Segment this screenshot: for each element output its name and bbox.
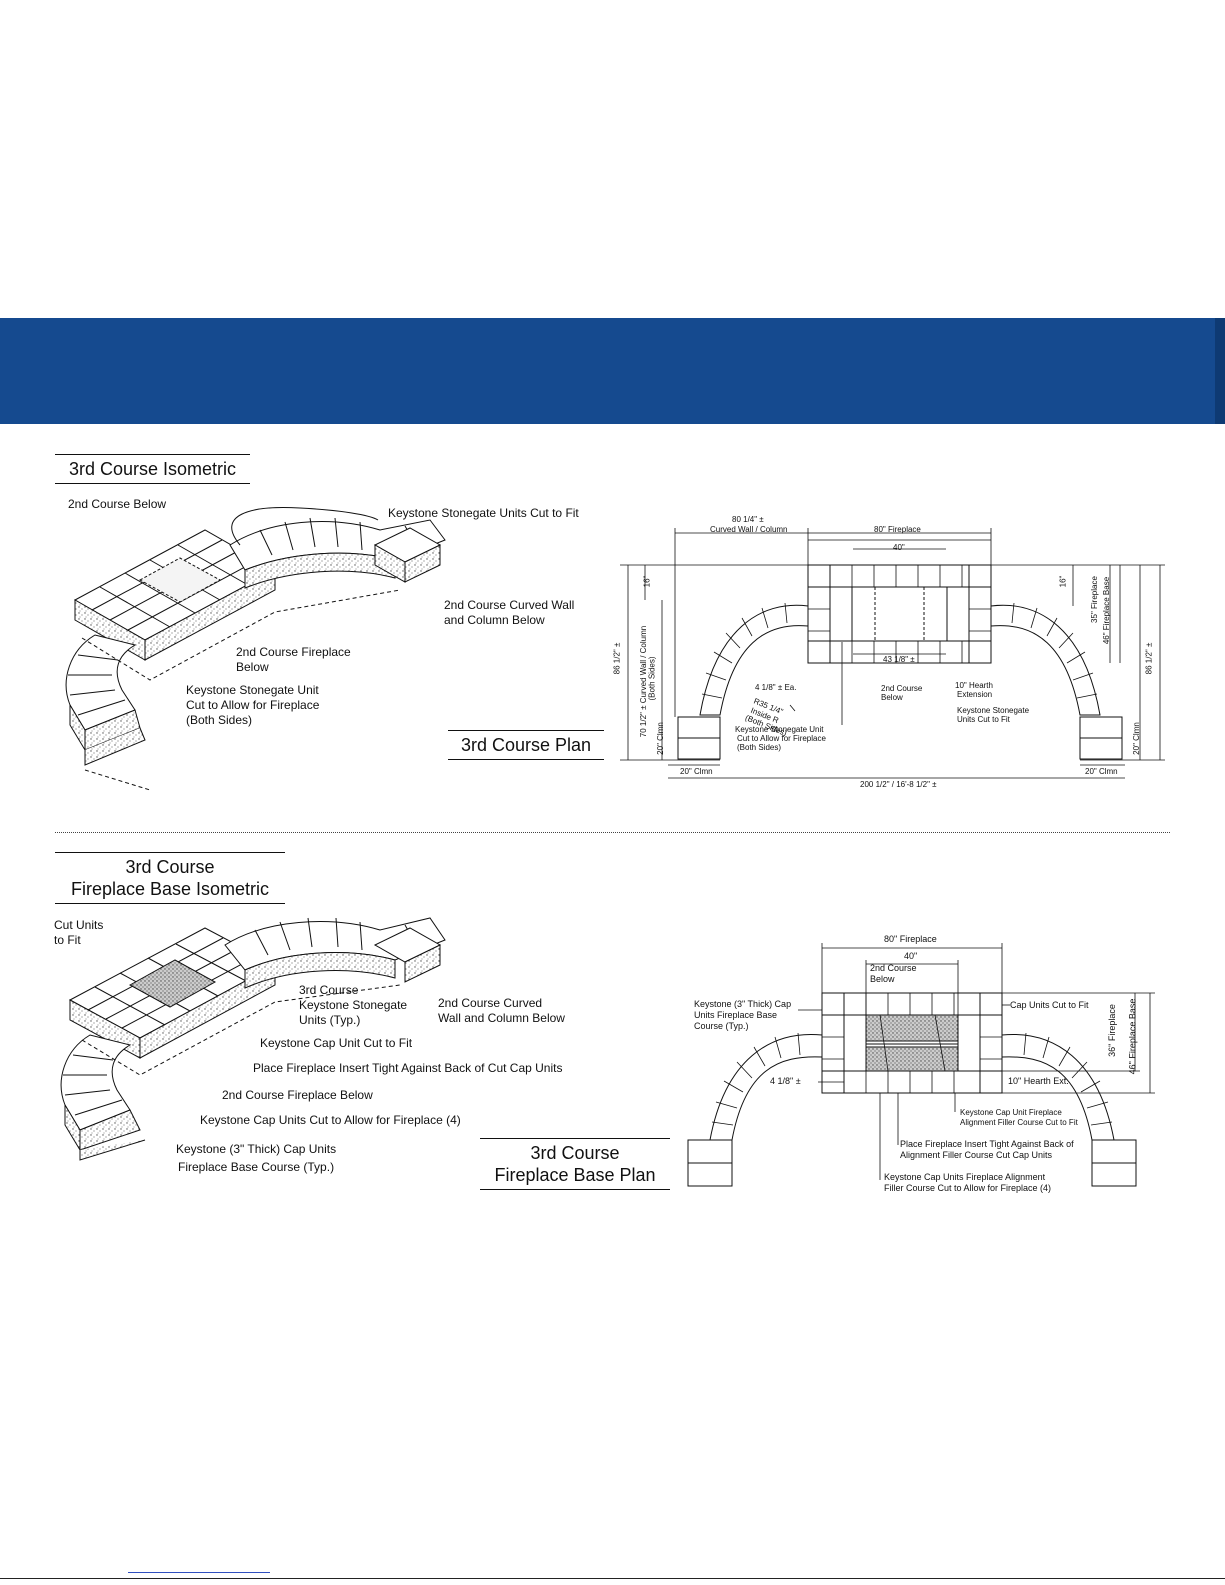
label-units-cut-to-fit: Keystone Stonegate Units Cut to Fit [388,506,579,520]
title-iso-fireplace-base: 3rd Course Fireplace Base Isometric [55,852,285,904]
dim-left-86: 86 1/2" ± [612,642,622,675]
label2-thick-cap-3: Course (Typ.) [694,1021,749,1031]
dim2-fireplace-base-46: 46" Fireplace Base [1127,998,1138,1075]
label-iso2-fireplace-below: 2nd Course Fireplace Below [222,1088,373,1102]
label-unit-cut-1: Keystone Stonegate Unit [186,683,319,697]
dim2-4: 4 1/8" ± [770,1076,801,1086]
dim-clmn-left-v: 20" Clmn [655,722,665,755]
title-iso-3rd-course-text: 3rd Course Isometric [68,459,237,479]
label2-alignment-2: Alignment Filler Course Cut to Fit [960,1118,1078,1127]
label-third-course-1: 3rd Course [299,983,359,997]
label-fireplace-below-1: 2nd Course Fireplace [236,645,351,659]
label-hearth-2: Extension [957,690,993,699]
label2-2nd-course-1: 2nd Course [870,963,917,973]
dim-40: 40" [893,543,905,552]
dim-16-right: 16" [1058,575,1068,588]
title-plan-3rd-course-text: 3rd Course Plan [460,735,592,755]
label-curved-wall-1: 2nd Course Curved Wall [444,598,575,612]
dim-curved-wall-1: 80 1/4" ± [732,515,764,524]
footer-link-underline[interactable] [128,1572,270,1573]
title-plan-fireplace-base-line2: Fireplace Base Plan [494,1165,656,1185]
iso1-fireplace-blocks [73,529,277,661]
label-hearth-1: 10" Hearth [955,681,993,690]
label-unit-cut-3: (Both Sides) [186,713,253,727]
label-2nd-course-below: 2nd Course Below [68,497,167,511]
dim-clmn-left-h: 20" Clmn [680,767,713,776]
label-unit-allow-1: Keystone Stonegate Unit [735,725,824,734]
label2-2nd-course-2: Below [870,974,895,984]
label-cut-units-2: to Fit [54,933,81,947]
dim-overall: 200 1/2" / 16'-8 1/2" ± [860,780,937,789]
iso1-curved-wall-left [65,634,146,766]
label-thick-cap-1: Keystone (3" Thick) Cap Units [176,1142,337,1156]
plan-3rd-course [620,528,1165,779]
label-cut-units-1: Cut Units [54,918,104,932]
isometric-fireplace-base [60,917,446,1161]
title-plan-fireplace-base: 3rd Course Fireplace Base Plan [480,1138,670,1190]
label2-cap-allow-2: Filler Course Cut to Allow for Fireplace… [884,1183,1052,1193]
title-plan-3rd-course: 3rd Course Plan [448,730,604,760]
dim2-40: 40" [904,951,918,961]
label-fireplace-below-2: Below [236,660,269,674]
dim-43: 43 1/8" ± [883,655,915,664]
dim2-fireplace-36: 36" Fireplace [1106,1004,1117,1057]
label-2nd-course-1: 2nd Course [881,684,923,693]
label-unit-cut-2: Cut to Allow for Fireplace [186,698,320,712]
label-cap-units-allow: Keystone Cap Units Cut to Allow for Fire… [200,1113,461,1127]
footer-rule [0,1578,1225,1579]
label2-hearth-ext: 10" Hearth Ext. [1008,1076,1069,1086]
dim-4-ea: 4 1/8" ± Ea. [755,683,797,692]
label-curved-wall-2: and Column Below [444,613,545,627]
label2-thick-cap-2: Units Fireplace Base [694,1010,778,1020]
section-divider [55,832,1170,833]
label2-cap-allow-1: Keystone Cap Units Fireplace Alignment [884,1172,1046,1182]
label2-insert-1: Place Fireplace Insert Tight Against Bac… [900,1139,1074,1149]
dim-clmn-right-v: 20" Clmn [1131,722,1141,755]
dim-clmn-right-h: 20" Clmn [1085,767,1118,776]
dim-right-86: 86 1/2" ± [1144,642,1154,675]
label-2nd-course-2: Below [881,693,903,702]
dim-fireplace-80: 80" Fireplace [874,525,921,534]
label2-alignment-1: Keystone Cap Unit Fireplace [960,1108,1062,1117]
dim-curved-wall-2: Curved Wall / Column [710,525,788,534]
plan1-curved-wall-right [990,604,1101,716]
title-iso-fireplace-base-line2: Fireplace Base Isometric [70,879,270,899]
label-iso2-curved-2: Wall and Column Below [438,1011,565,1025]
dim-16-left: 16" [642,575,652,588]
title-iso-3rd-course: 3rd Course Isometric [55,454,250,484]
label-unit-allow-2: Cut to Allow for Fireplace [737,734,826,743]
label-stonegate-cut-2: Units Cut to Fit [957,715,1010,724]
title-plan-fireplace-base-line1: 3rd Course [530,1143,620,1163]
dim-fireplace-35: 35" Fireplace [1089,576,1099,623]
label-third-course-2: Keystone Stonegate [299,998,408,1012]
label2-cap-cut-fit: Cap Units Cut to Fit [1010,1000,1089,1010]
dim-fireplace-base-46: 46" Fireplace Base [1102,576,1112,645]
title-iso-fireplace-base-line1: 3rd Course [125,857,215,877]
dim-left-70-2: (Both Sides) [647,656,657,701]
label-unit-allow-3: (Both Sides) [737,743,782,752]
header-banner-edge [1215,318,1225,424]
label-cap-cut-fit: Keystone Cap Unit Cut to Fit [260,1036,413,1050]
label2-thick-cap-1: Keystone (3" Thick) Cap [694,999,792,1009]
label-stonegate-cut-1: Keystone Stonegate [957,706,1030,715]
label-insert-tight: Place Fireplace Insert Tight Against Bac… [253,1061,563,1075]
label-iso2-curved-1: 2nd Course Curved [438,996,543,1010]
label-third-course-3: Units (Typ.) [299,1013,361,1027]
label-thick-cap-2: Fireplace Base Course (Typ.) [178,1160,335,1174]
header-banner [0,318,1225,424]
isometric-3rd-course [65,507,446,791]
label2-insert-2: Alignment Filler Course Cut Cap Units [900,1150,1053,1160]
dim2-fireplace-80: 80" Fireplace [884,934,937,944]
plan-fireplace-base [687,943,1155,1187]
